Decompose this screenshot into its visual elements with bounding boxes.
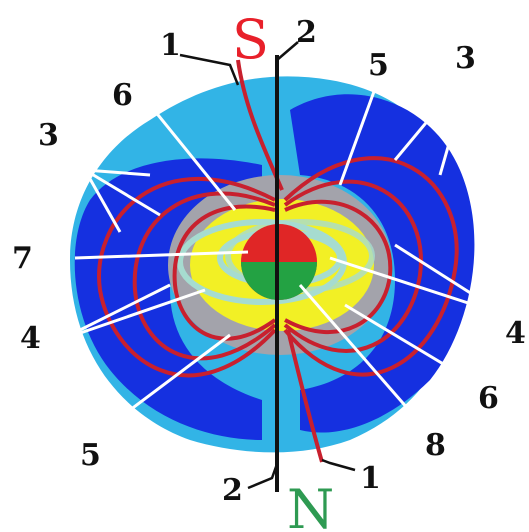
label-6-left: 6 <box>112 78 133 113</box>
label-3-left: 3 <box>38 118 59 153</box>
label-1-bottom: 1 <box>360 461 381 496</box>
label-pointers <box>59 69 506 427</box>
label-5-bottom: 5 <box>80 438 101 473</box>
label-2-top: 2 <box>296 15 317 50</box>
label-2-bottom: 2 <box>222 473 243 508</box>
black-leaders <box>179 41 356 490</box>
north-pole-label: N <box>287 478 334 532</box>
label-1-top: 1 <box>160 28 181 63</box>
label-5-top: 5 <box>368 48 389 83</box>
label-3-right: 3 <box>455 41 476 76</box>
label-8: 8 <box>425 428 446 463</box>
label-4-left: 4 <box>20 321 41 356</box>
left-field-lobe <box>74 158 263 440</box>
south-pole-label: S <box>232 8 269 71</box>
label-4-right: 4 <box>505 316 526 351</box>
label-6-right: 6 <box>478 381 499 416</box>
label-7: 7 <box>12 241 33 276</box>
